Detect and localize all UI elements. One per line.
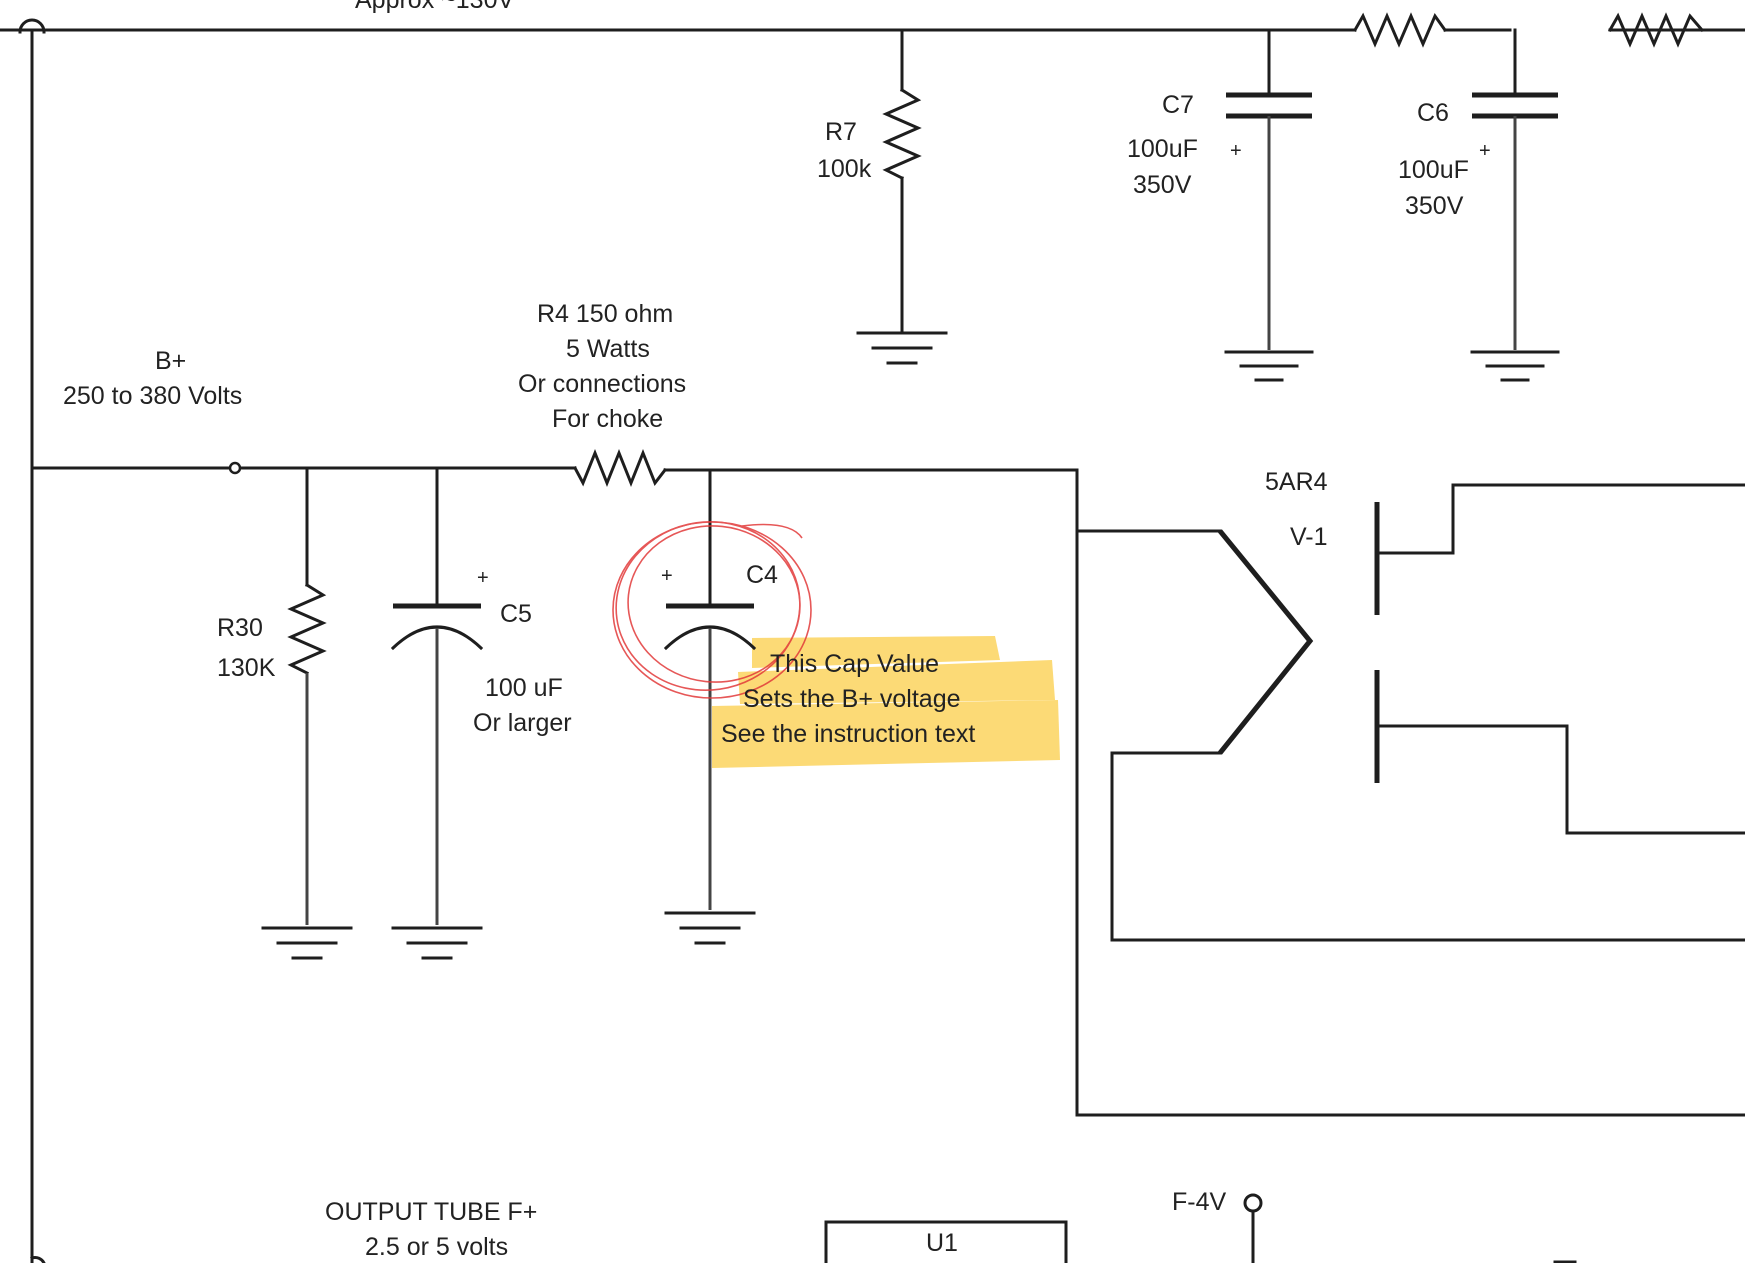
annotation-line-3: See the instruction text [721,720,975,748]
ground-c4 [664,911,756,945]
output-tube-title: OUTPUT TUBE F+ [325,1198,537,1226]
ground-r30 [261,926,353,960]
tube-type-label: 5AR4 [1265,468,1328,496]
r30-value-label: 130K [217,654,276,682]
c7-plus-sign: + [1230,140,1242,162]
c6-voltage-label: 350V [1405,192,1464,220]
tube-ref-label: V-1 [1290,523,1328,551]
annotation-text: This Cap Value Sets the B+ voltage See t… [721,650,975,748]
ground-r7 [856,331,948,365]
r4-label-line3: Or connections [518,370,686,398]
c6-name-label: C6 [1417,99,1449,127]
ground-c6 [1470,350,1560,382]
ground-c5 [391,926,483,960]
top-rail: Approx ~130V [0,0,1745,32]
c4-name-label: C4 [746,561,778,589]
r7-value-label: 100k [817,155,872,183]
top-rail-resistor-2 [1607,12,1705,48]
c6-plus-sign: + [1479,140,1491,162]
resistor-r4: R4 150 ohm 5 Watts Or connections For ch… [518,300,686,488]
b-plus-rail: B+ 250 to 380 Volts [30,347,712,475]
output-tube-filament-label: OUTPUT TUBE F+ 2.5 or 5 volts [325,1198,537,1261]
left-rail [18,18,46,1263]
annotation-highlight [712,636,1060,768]
r4-label-line1: R4 150 ohm [537,300,673,328]
output-tube-voltage: 2.5 or 5 volts [365,1233,508,1261]
top-rail-resistor-1 [1352,12,1448,48]
r4-label-line4: For choke [552,405,663,433]
f-minus-label: F-4V [1172,1188,1227,1216]
u1-name-label: U1 [926,1229,958,1257]
highlight-band-2 [738,660,1055,704]
c7-value-label: 100uF [1127,135,1198,163]
c5-value-label: 100 uF [485,674,563,702]
resistor-r7: R7 100k [817,28,922,332]
r7-name-label: R7 [825,118,857,146]
ground-c7 [1224,350,1314,382]
b-plus-range: 250 to 380 Volts [63,382,242,410]
annotation-line-1: This Cap Value [770,650,939,678]
capacitor-c6: C6 100uF 350V + [1398,28,1558,350]
capacitor-c7: C7 100uF 350V + [1127,28,1312,350]
capacitor-c5: + C5 100 uF Or larger [390,466,572,925]
highlight-band-3 [712,700,1060,768]
f-minus-terminal: F-4V [1172,1188,1263,1263]
b-plus-title: B+ [155,347,186,375]
resistor-r30: R30 130K [217,466,327,925]
capacitor-c4: + C4 [661,468,778,910]
c4-plus-sign: + [661,565,673,587]
c5-plus-sign: + [477,567,489,589]
c5-note-label: Or larger [473,709,572,737]
regulator-u1: U1 [824,1220,1068,1263]
c6-value-label: 100uF [1398,156,1469,184]
c5-name-label: C5 [500,600,532,628]
annotation-circle [612,521,812,699]
c7-voltage-label: 350V [1133,171,1192,199]
rectifier-tube-5ar4: 5AR4 V-1 [708,468,1745,1117]
b-plus-node [228,461,242,475]
highlight-band-1 [752,636,1000,668]
r4-label-line2: 5 Watts [566,335,650,363]
top-voltage-label: Approx ~130V [355,0,514,14]
annotation-line-2: Sets the B+ voltage [743,685,961,713]
c7-name-label: C7 [1162,91,1194,119]
r30-name-label: R30 [217,614,263,642]
